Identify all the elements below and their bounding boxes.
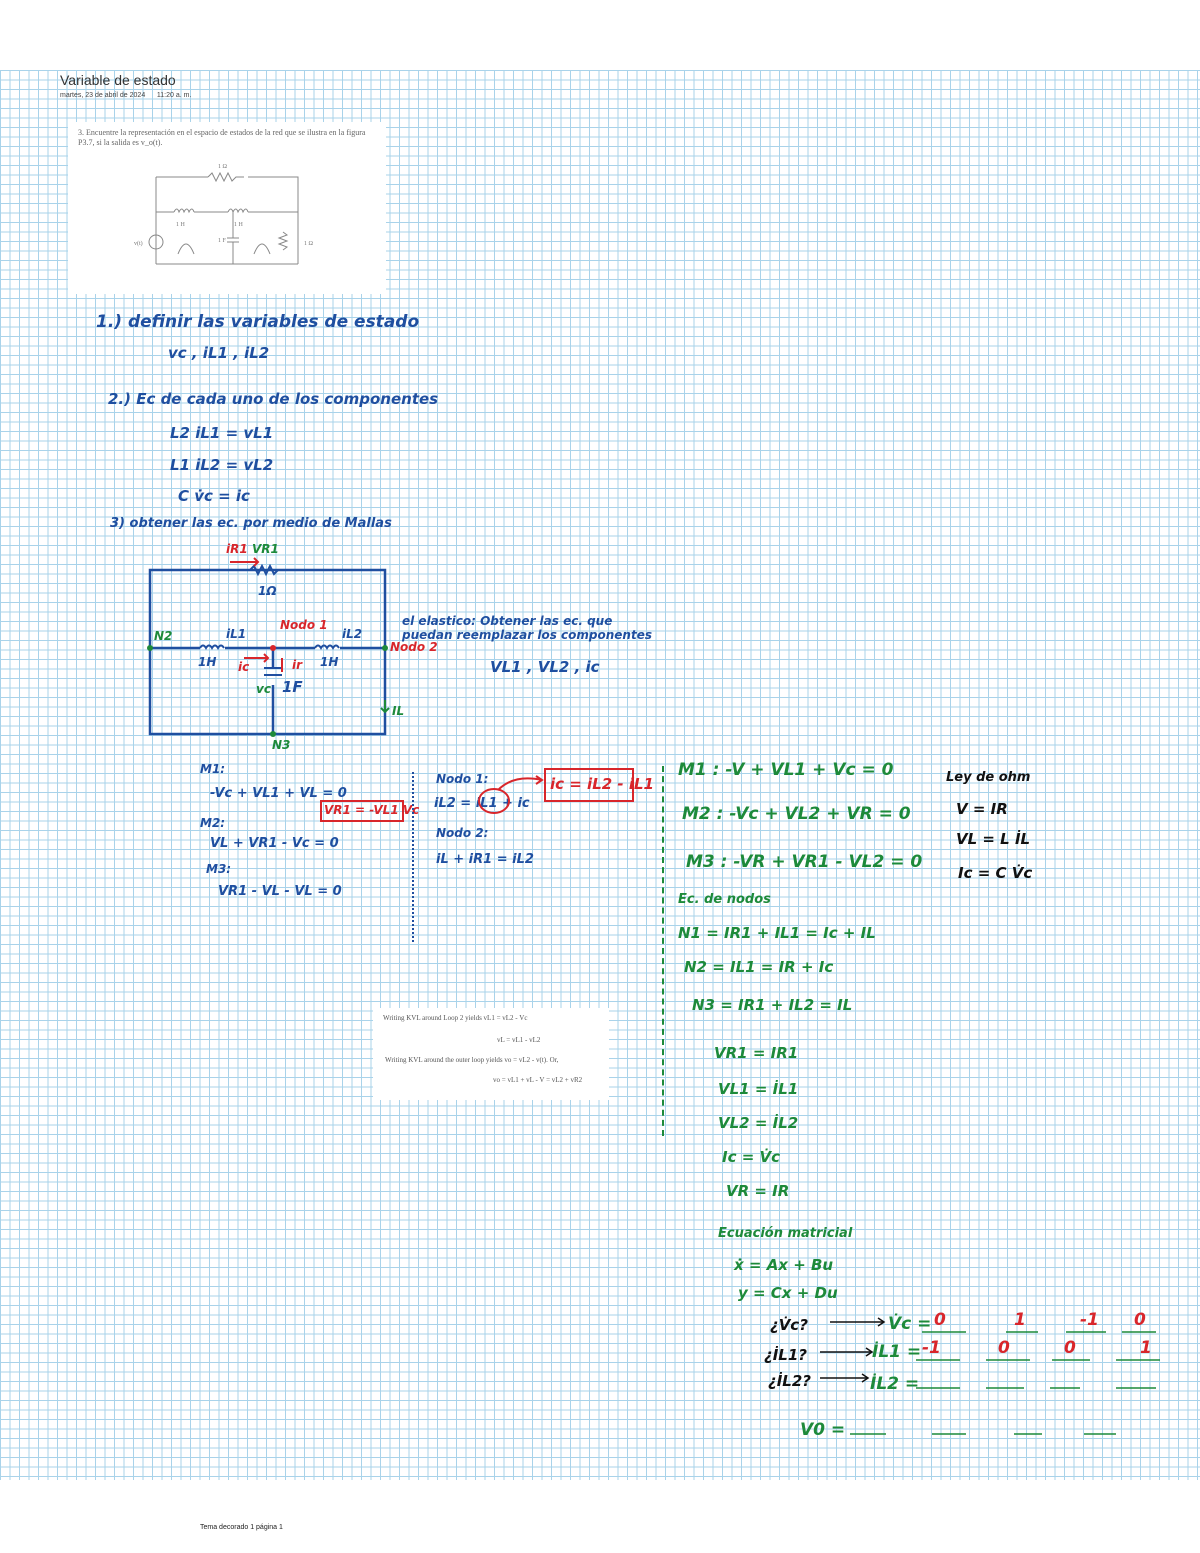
m3-title: M3:	[206, 862, 232, 876]
label-l1: 1 H	[176, 222, 186, 228]
label-ind2: 1H	[320, 655, 339, 669]
page-date: martes, 23 de abril de 2024 11:20 a. m.	[60, 92, 191, 99]
label-ir1: iR1	[226, 542, 248, 556]
step1-heading: 1.) definir las variables de estado	[96, 312, 420, 332]
rr5: VR = IR	[726, 1182, 790, 1200]
label-i-right: IL	[392, 704, 405, 718]
m2-eq: VL + VR1 - Vc = 0	[210, 836, 339, 851]
ohm-l1: V = IR	[956, 800, 1008, 818]
q-vc: ¿V̇c?	[770, 1316, 808, 1334]
label-l2: 1 H	[234, 222, 244, 228]
nodo2-title: Nodo 2:	[436, 826, 489, 840]
m2-title: M2:	[200, 816, 226, 830]
page-title: Variable de estado	[60, 72, 176, 88]
rn2: N2 = IL1 = IR + Ic	[684, 958, 834, 976]
problem-snippet: 3. Encuentre la representación en el esp…	[68, 122, 386, 294]
label-il1: iL1	[226, 627, 247, 641]
row2-v3: 0	[1064, 1338, 1076, 1358]
step2-eq2: L1 i̇L2 = vL2	[170, 456, 274, 474]
label-r-right: 1 Ω	[304, 241, 314, 247]
row1-v1: 0	[934, 1310, 946, 1330]
label-node-right: Nodo 2	[390, 640, 438, 654]
rm1: M1 : -V + VL1 + Vc = 0	[678, 760, 894, 780]
ohm-title: Ley de ohm	[946, 770, 1031, 785]
nodo1-title: Nodo 1:	[436, 772, 489, 786]
boxed-vr1: VR1 = -VL1 Vc	[320, 800, 419, 822]
analysis-vars: VL1 , VL2 , ic	[490, 658, 600, 676]
arrow-to-box	[497, 775, 544, 791]
label-ir: ir	[292, 658, 303, 672]
rr3: VL2 = İL2	[718, 1114, 799, 1132]
rm2: M2 : -Vc + VL2 + VR = 0	[682, 804, 911, 824]
step1-vars: vc , iL1 , iL2	[168, 344, 270, 362]
label-r-top: 1 Ω	[218, 164, 228, 170]
row1-lhs: V̇c =	[888, 1314, 932, 1334]
matrix-eq2: y = Cx + Du	[738, 1284, 838, 1302]
label-node-left: N2	[154, 629, 173, 643]
matrix-title: Ecuación matricial	[718, 1226, 853, 1241]
label-vc: vc	[256, 682, 271, 696]
kvl-line3: Writing KVL around the outer loop yields…	[385, 1056, 559, 1064]
label-c: 1 F	[218, 238, 227, 244]
label-node-bottom: N3	[272, 738, 291, 752]
nodo2-eq: iL + iR1 = iL2	[436, 852, 534, 867]
step3-heading: 3) obtener las ec. por medio de Mallas	[110, 516, 392, 531]
boxed-ic-text: ic = iL2 - iL1	[550, 775, 654, 793]
kvl-line1: Writing KVL around Loop 2 yields vL1 = v…	[383, 1014, 528, 1022]
step2-eq3: C v̇c = ic	[178, 487, 250, 505]
output-lhs: V0 =	[800, 1420, 846, 1440]
row3-lhs: İL2 =	[870, 1374, 920, 1394]
rn1: N1 = IR1 + IL1 = Ic + IL	[678, 924, 876, 942]
matrix-lines	[820, 1317, 1160, 1435]
row2-v4: 1	[1140, 1338, 1152, 1358]
step2-eq1: L2 i̇L1 = vL1	[170, 424, 274, 442]
m3-eq: VR1 - VL - VL = 0	[218, 884, 342, 899]
kvl-line4: vo = vL1 + vL - V = vL2 + vR2	[493, 1076, 583, 1084]
page-footer: Tema decorado 1 página 1	[200, 1524, 283, 1531]
row2-v1: -1	[922, 1338, 941, 1358]
row2-lhs: İL1 =	[872, 1342, 922, 1362]
label-il2: iL2	[342, 627, 363, 641]
divider-right	[662, 766, 664, 1136]
label-ic: ic	[238, 660, 250, 674]
m1-eq: -Vc + VL1 + VL = 0	[210, 786, 347, 801]
row1-v3: -1	[1080, 1310, 1099, 1330]
m1-title: M1:	[200, 762, 226, 776]
problem-text: 3. Encuentre la representación en el esp…	[78, 128, 366, 147]
boxed-vr1-text: VR1 = -VL1 Vc	[324, 803, 420, 817]
printed-circuit: 1 Ω 1 H 1 H 1 F v(t) 1 Ω	[134, 164, 314, 265]
time-text: 11:20 a. m.	[156, 92, 192, 99]
row2-v2: 0	[998, 1338, 1010, 1358]
divider-left	[412, 772, 414, 942]
kvl-snippet: Writing KVL around Loop 2 yields vL1 = v…	[373, 1008, 609, 1100]
rr2: VL1 = İL1	[718, 1080, 799, 1098]
rr1: VR1 = IR1	[714, 1044, 799, 1062]
nodos-title: Ec. de nodos	[678, 892, 771, 907]
ohm-l2: VL = L İL	[956, 830, 1031, 848]
row1-v2: 1	[1014, 1310, 1026, 1330]
rn3: N3 = IR1 + IL2 = IL	[692, 996, 853, 1014]
row1-v4: 0	[1134, 1310, 1146, 1330]
label-vr1: VR1	[252, 542, 279, 556]
label-ind1: 1H	[198, 655, 217, 669]
rm3: M3 : -VR + VR1 - VL2 = 0	[686, 852, 923, 872]
boxed-ic: ic = iL2 - iL1	[544, 768, 654, 802]
ic-circle	[478, 788, 510, 814]
matrix-eq1: ẋ = Ax + Bu	[734, 1256, 834, 1274]
label-top-res: 1Ω	[258, 584, 277, 598]
grid-background	[0, 70, 1200, 1480]
q-il1: ¿İL1?	[764, 1346, 807, 1364]
hand-circuit	[147, 557, 390, 737]
label-node-mid: Nodo 1	[280, 618, 328, 632]
label-source: v(t)	[134, 240, 143, 247]
date-text: martes, 23 de abril de 2024	[60, 92, 146, 99]
analysis-note: el elastico: Obtener las ec. que puedan …	[402, 614, 652, 642]
step2-heading: 2.) Ec de cada uno de los componentes	[108, 390, 439, 408]
q-il2: ¿İL2?	[768, 1372, 811, 1390]
ohm-l3: Ic = C V̇c	[958, 864, 1033, 882]
rr4: Ic = V̇c	[722, 1148, 780, 1166]
label-cap: 1F	[282, 678, 303, 696]
kvl-line2: vL = vL1 - vL2	[497, 1036, 541, 1044]
